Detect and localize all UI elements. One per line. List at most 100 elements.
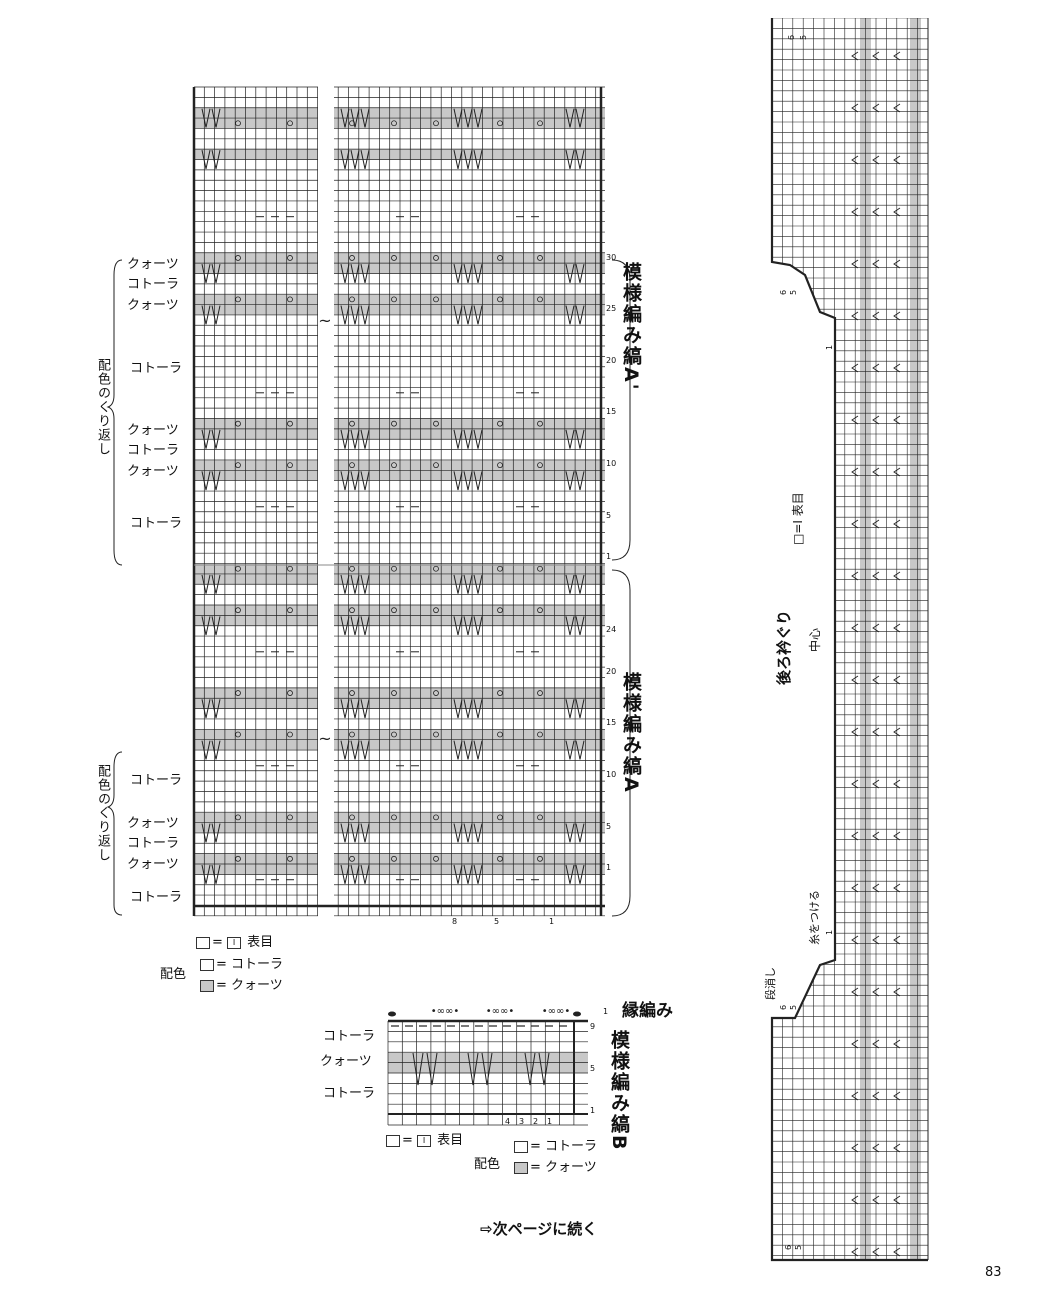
slip-stitch-symbol [350, 699, 360, 719]
yarn-over-symbol [537, 855, 543, 862]
chain-dot-symbol [388, 1011, 396, 1017]
slip-stitch-symbol [872, 155, 880, 165]
row-number: 10 [606, 459, 617, 468]
yarn-over-symbol [235, 120, 241, 127]
yarn-over-symbol [349, 565, 355, 572]
slip-stitch-symbol [893, 155, 901, 165]
slip-stitch-symbol [893, 311, 901, 321]
yarn-over-symbol [433, 731, 439, 738]
slip-stitch-symbol [538, 1052, 550, 1086]
slip-stitch-symbol [211, 699, 221, 719]
yarn-over-symbol [287, 690, 293, 696]
slip-stitch-symbol [453, 864, 463, 884]
slip-stitch-symbol [350, 574, 360, 594]
slip-stitch-symbol [211, 616, 221, 636]
yarn-over-symbol [287, 296, 293, 303]
slip-stitch-symbol [350, 264, 360, 283]
slip-stitch-symbol [893, 259, 901, 269]
slip-stitch-symbol [350, 864, 360, 884]
slip-stitch-symbol [211, 429, 221, 449]
slip-stitch-symbol [201, 264, 211, 283]
shaded-row [194, 263, 605, 274]
yarn-over-symbol [433, 565, 439, 572]
shaded-row [194, 563, 605, 574]
edge-stitch-symbol: •∞∞• [542, 1006, 570, 1017]
slip-stitch-symbol [851, 779, 859, 789]
slip-stitch-symbol [851, 1195, 859, 1205]
slip-stitch-symbol [350, 471, 360, 491]
slip-stitch-symbol [211, 108, 221, 128]
slip-stitch-symbol [463, 823, 473, 843]
slip-stitch-symbol [473, 823, 483, 843]
slip-stitch-symbol [463, 864, 473, 884]
slip-stitch-symbol [340, 616, 350, 636]
yarn-over-symbol [287, 814, 293, 821]
color-label: コトーラ [130, 361, 183, 376]
yarn-over-symbol [287, 607, 293, 614]
slip-stitch-symbol [360, 108, 370, 128]
slip-stitch-symbol [851, 623, 859, 633]
yarn-over-symbol [537, 420, 543, 427]
color-label: クォーツ [127, 464, 179, 479]
back-neck-chart [772, 18, 928, 1260]
row-mark: 6 [779, 1004, 788, 1010]
slip-stitch-symbol [201, 471, 211, 491]
slip-stitch-symbol [575, 471, 585, 491]
slip-stitch-symbol [565, 616, 575, 636]
column-number: 8 [452, 917, 458, 926]
yarn-over-symbol [235, 420, 241, 427]
row-number: 15 [606, 407, 617, 416]
slip-stitch-symbol [565, 864, 575, 884]
slip-stitch-symbol [340, 264, 350, 283]
slip-stitch-symbol [893, 415, 901, 425]
yarn-over-symbol [537, 120, 543, 127]
edge-title: 縁編み [622, 1001, 673, 1021]
slip-stitch-symbol [350, 616, 360, 636]
row-number: 24 [606, 625, 617, 634]
slip-stitch-symbol [575, 264, 585, 283]
slip-stitch-symbol [473, 471, 483, 491]
yarn-over-symbol [235, 814, 241, 821]
slip-stitch-symbol [211, 150, 221, 169]
chart-a-prime-repeat-label: 配色のくり返し [95, 358, 110, 456]
yarn-over-symbol [537, 731, 543, 738]
slip-stitch-symbol [350, 108, 360, 128]
chain-dot-symbol [573, 1011, 581, 1017]
knit-legend-label: 表目 [437, 1133, 464, 1148]
slip-stitch-symbol [872, 1247, 880, 1257]
shaded-row [194, 822, 605, 833]
yarn-over-symbol [349, 296, 355, 303]
slip-stitch-symbol [360, 471, 370, 491]
slip-stitch-symbol [360, 823, 370, 843]
blank-cell-icon [196, 936, 210, 949]
slip-stitch-symbol [201, 305, 211, 325]
slip-stitch-symbol [872, 519, 880, 529]
yarn-over-symbol [391, 814, 397, 821]
yarn-over-symbol [497, 565, 503, 572]
slip-stitch-symbol [473, 108, 483, 128]
bind-off-label: 段消し [764, 967, 777, 1000]
row-mark: 5 [789, 1004, 798, 1010]
column-number: 3 [519, 1117, 525, 1126]
slip-stitch-symbol [463, 616, 473, 636]
yarn-over-symbol [391, 855, 397, 862]
slip-stitch-symbol [872, 1039, 880, 1049]
shaded-row [194, 573, 605, 585]
slip-stitch-symbol [893, 623, 901, 633]
slip-stitch-symbol [565, 108, 575, 128]
color-label: コトーラ [127, 443, 180, 458]
slip-stitch-symbol [872, 779, 880, 789]
yarn-over-symbol [433, 420, 439, 427]
slip-stitch-symbol [467, 1052, 479, 1086]
slip-stitch-symbol [453, 150, 463, 169]
yarn-over-symbol [497, 814, 503, 821]
slip-stitch-symbol [463, 740, 473, 760]
slip-stitch-symbol [473, 150, 483, 169]
row-mark: 5 [789, 289, 798, 295]
slip-stitch-symbol [473, 616, 483, 636]
slip-stitch-symbol [893, 1039, 901, 1049]
row-number: 1 [603, 1007, 609, 1016]
yarn-over-symbol [349, 855, 355, 862]
slip-stitch-symbol [211, 864, 221, 884]
yarn-over-symbol [349, 255, 355, 261]
